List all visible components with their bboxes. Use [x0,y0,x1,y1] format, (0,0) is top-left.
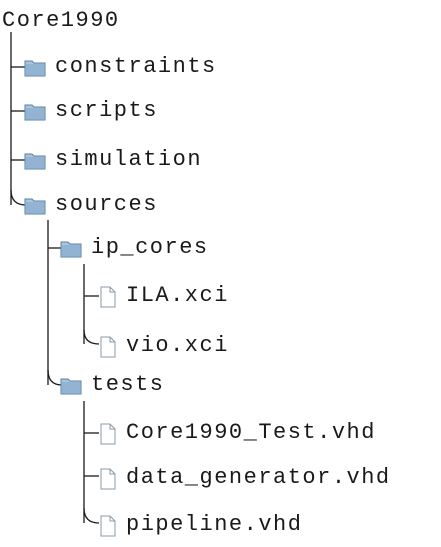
tree-item-constraints[interactable]: constraints [24,51,217,83]
tree-item-label: constraints [55,54,217,79]
tree-item-label: tests [91,372,165,397]
folder-icon [24,195,46,215]
folder-icon [24,150,46,170]
tree-item-label: scripts [55,98,158,123]
tree-item-ip-cores[interactable]: ip_cores [60,232,209,264]
tree-item-simulation[interactable]: simulation [24,144,202,176]
file-icon [98,468,118,490]
tree-item-core1990-test-vhd[interactable]: Core1990_Test.vhd [98,417,376,449]
tree-item-label: ILA.xci [126,283,229,308]
folder-icon [60,238,82,258]
tree-item-label: Core1990_Test.vhd [126,420,376,445]
tree-item-tests[interactable]: tests [60,369,165,401]
tree-item-vio-xci[interactable]: vio.xci [98,330,229,362]
file-icon [98,336,118,358]
file-icon [98,423,118,445]
root-label: Core1990 [2,7,120,33]
tree-item-pipeline-vhd[interactable]: pipeline.vhd [98,509,302,541]
folder-icon [24,57,46,77]
tree-item-scripts[interactable]: scripts [24,95,158,127]
tree-item-label: sources [55,192,158,217]
tree-item-label: pipeline.vhd [126,512,303,537]
folder-icon [24,101,46,121]
tree-item-ila-xci[interactable]: ILA.xci [98,280,229,312]
tree-item-label: vio.xci [126,333,229,358]
tree-item-label: simulation [55,147,203,172]
tree-item-label: ip_cores [91,235,209,260]
file-icon [98,286,118,308]
tree-item-data-generator-vhd[interactable]: data_generator.vhd [98,462,391,494]
tree-item-sources[interactable]: sources [24,189,158,221]
tree-item-label: data_generator.vhd [126,465,391,490]
file-icon [98,515,118,537]
folder-icon [60,375,82,395]
tree-root[interactable]: Core1990 [2,4,120,36]
